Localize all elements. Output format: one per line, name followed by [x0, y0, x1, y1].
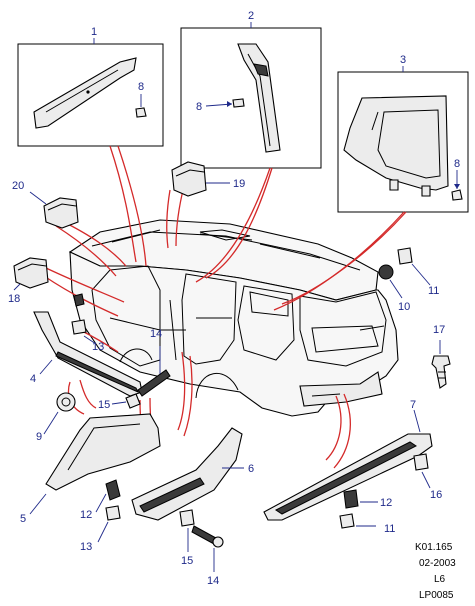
- callout-11-a: 11: [428, 285, 439, 297]
- part-2-a-pillar-trim: [237, 43, 281, 153]
- part-18-bracket: [13, 257, 49, 289]
- callout-2: 2: [248, 10, 254, 22]
- part-11-clip-b: [339, 513, 355, 529]
- part-12-screw-a: [73, 293, 85, 307]
- callout-12-a: 12: [380, 497, 392, 509]
- callout-11-b: 11: [384, 523, 395, 535]
- callout-19: 19: [233, 178, 245, 190]
- callout-15-b: 15: [181, 555, 193, 567]
- callout-15-a: 15: [98, 399, 110, 411]
- part-14-bolt-a: [137, 369, 171, 397]
- callout-18: 18: [8, 293, 20, 305]
- callout-5: 5: [20, 513, 26, 525]
- callout-3: 3: [400, 54, 406, 66]
- part-11-clip-a: [397, 247, 413, 265]
- inset-box-1: [17, 43, 164, 147]
- callout-16: 16: [430, 489, 442, 501]
- part-19-bracket: [171, 161, 207, 197]
- part-13-clip-b: [105, 505, 121, 521]
- vehicle-body: [68, 219, 399, 417]
- part-15-clip-a: [125, 393, 141, 409]
- callout-numbers: 1 2 3 8 8 8 20 19 18 11 10 13 14 17 4 15…: [8, 10, 460, 587]
- part-15-clip-b: [179, 509, 195, 527]
- callout-7: 7: [410, 399, 416, 411]
- ref-model: L6: [434, 574, 446, 585]
- callout-8-b: 8: [196, 101, 202, 113]
- callout-9: 9: [36, 431, 42, 443]
- ref-plate: LP0085: [419, 590, 454, 601]
- callout-17: 17: [433, 324, 445, 336]
- callout-12-b: 12: [80, 509, 92, 521]
- part-12-screw-c: [343, 489, 359, 509]
- callout-14-b: 14: [207, 575, 219, 587]
- part-1-pillar-trim: [33, 57, 137, 129]
- callout-20: 20: [12, 180, 24, 192]
- part-16-clip: [413, 453, 429, 471]
- part-14-bolt-b: [191, 525, 217, 545]
- inset-box-3: [337, 71, 469, 213]
- part-12-screw-b: [105, 479, 121, 501]
- ref-code: K01.165: [415, 542, 453, 553]
- callout-13-b: 13: [80, 541, 92, 553]
- callout-1: 1: [91, 26, 97, 38]
- callout-14-a: 14: [150, 328, 162, 340]
- ref-date: 02-2003: [419, 558, 456, 569]
- part-13-clip-a: [71, 319, 87, 335]
- reference-block: K01.165 02-2003 L6 LP0085: [415, 542, 456, 601]
- callout-10: 10: [398, 301, 410, 313]
- part-8-clip-b: [232, 98, 245, 108]
- callout-6: 6: [248, 463, 254, 475]
- part-8-clip-a: [135, 107, 147, 118]
- callout-4: 4: [30, 373, 36, 385]
- part-20-bracket: [43, 197, 79, 229]
- part-9-plug: [56, 392, 76, 412]
- part-5-lower-trim: [45, 413, 161, 491]
- callout-13-a: 13: [92, 341, 104, 353]
- callout-8-c: 8: [454, 158, 460, 170]
- callout-8-a: 8: [138, 81, 144, 93]
- callout-leaders: [13, 22, 441, 572]
- part-10-grommet: [378, 264, 394, 280]
- part-3-rear-pillar-trim: [343, 95, 449, 191]
- part-8-clip-c: [451, 189, 463, 201]
- inset-box-2: [180, 27, 322, 169]
- red-leaders: [43, 145, 407, 469]
